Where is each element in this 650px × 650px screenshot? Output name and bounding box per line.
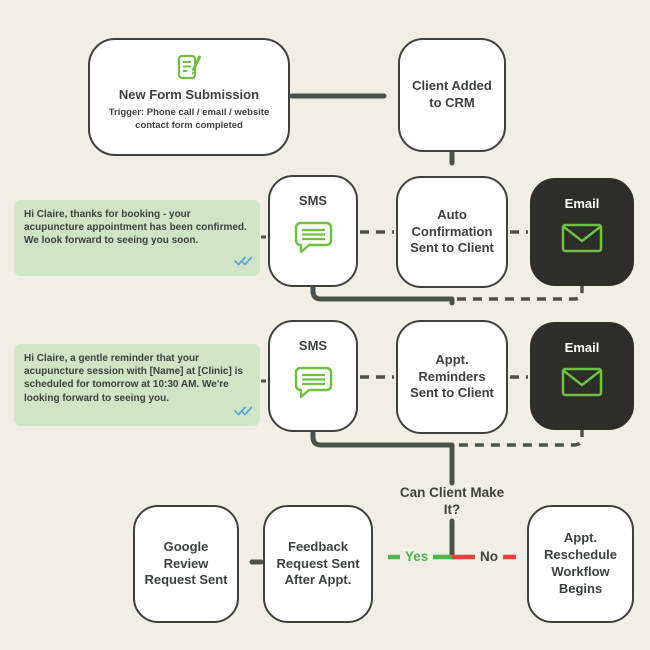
connector-sms1-down — [310, 282, 453, 302]
chat-bubble-icon — [292, 363, 334, 401]
node-label: Email — [564, 196, 600, 211]
connector-email1-down — [456, 284, 584, 301]
node-appt-reschedule: Appt. Reschedule Workflow Begins — [527, 505, 634, 623]
connector-sms2-down — [310, 427, 453, 448]
form-pencil-icon — [174, 52, 204, 82]
decision-can-client-make-it: Can Client Make It? — [399, 485, 505, 517]
node-label: Appt. Reschedule Workflow Begins — [544, 530, 617, 596]
node-label: Google Review Request Sent — [144, 538, 228, 588]
node-email-reminder: Email — [530, 322, 634, 430]
yes-label: Yes — [400, 549, 434, 565]
sms-reminder-message: Hi Claire, a gentle reminder that your a… — [14, 344, 260, 426]
envelope-icon — [560, 221, 604, 255]
double-check-icon — [234, 256, 253, 270]
node-label: Appt. Reminders Sent to Client — [410, 351, 494, 401]
node-label: Feedback Request Sent After Appt. — [276, 538, 360, 588]
message-text: Hi Claire, thanks for booking - your acu… — [24, 209, 247, 247]
node-label: Auto Confirmation Sent to Client — [410, 206, 494, 256]
node-sms-confirmation: SMS — [268, 175, 358, 287]
node-new-form-submission: New Form Submission Trigger: Phone call … — [88, 38, 290, 156]
node-label: SMS — [298, 338, 328, 353]
connector-email2-down — [456, 428, 584, 447]
node-google-review-request: Google Review Request Sent — [133, 505, 239, 623]
envelope-icon — [560, 365, 604, 399]
node-label: Email — [564, 340, 600, 355]
message-text: Hi Claire, a gentle reminder that your a… — [24, 353, 243, 404]
node-title: New Form Submission — [118, 87, 260, 102]
sms-confirmation-message: Hi Claire, thanks for booking - your acu… — [14, 200, 260, 276]
node-email-confirmation: Email — [530, 178, 634, 286]
node-client-added-to-crm: Client Added to CRM — [398, 38, 506, 152]
node-subtitle: Trigger: Phone call / email / website co… — [108, 107, 270, 131]
node-label: SMS — [298, 193, 328, 208]
no-label: No — [475, 549, 503, 565]
node-sms-reminder: SMS — [268, 320, 358, 432]
node-auto-confirmation: Auto Confirmation Sent to Client — [396, 176, 508, 288]
chat-bubble-icon — [292, 218, 334, 256]
node-appt-reminders: Appt. Reminders Sent to Client — [396, 320, 508, 434]
node-feedback-request: Feedback Request Sent After Appt. — [263, 505, 373, 623]
node-label: Client Added to CRM — [412, 78, 492, 110]
double-check-icon — [234, 406, 253, 420]
